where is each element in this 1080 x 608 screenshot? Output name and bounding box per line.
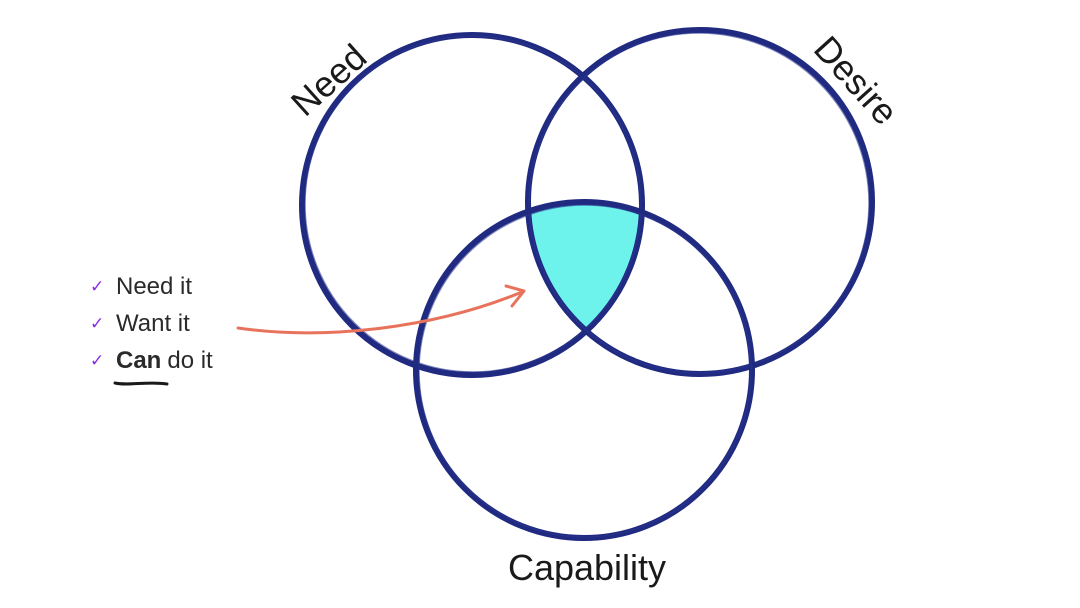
emphasis-word: Can <box>113 342 169 386</box>
checkmark-icon: ✓ <box>90 314 105 333</box>
checklist-item-want: ✓ Want it <box>90 305 213 342</box>
checklist-item-label: do it <box>167 347 213 374</box>
circle-need <box>299 32 645 378</box>
emphasis-word-text: Can <box>116 347 162 374</box>
circle-capability <box>413 199 755 541</box>
checklist-item-label: Need it <box>116 273 193 300</box>
checkmark-icon: ✓ <box>90 277 105 296</box>
checklist-item-need: ✓ Need it <box>90 268 213 305</box>
checklist-item-label: Want it <box>116 310 190 337</box>
checkmark-icon: ✓ <box>90 351 105 370</box>
circle-desire <box>525 27 875 377</box>
label-capability: Capability <box>508 547 666 588</box>
checklist: ✓ Need it ✓ Want it ✓ Can do it <box>90 268 213 386</box>
arrow-to-intersection <box>236 284 526 335</box>
checklist-item-can: ✓ Can do it <box>90 342 213 386</box>
underline-stroke-icon <box>113 381 169 386</box>
